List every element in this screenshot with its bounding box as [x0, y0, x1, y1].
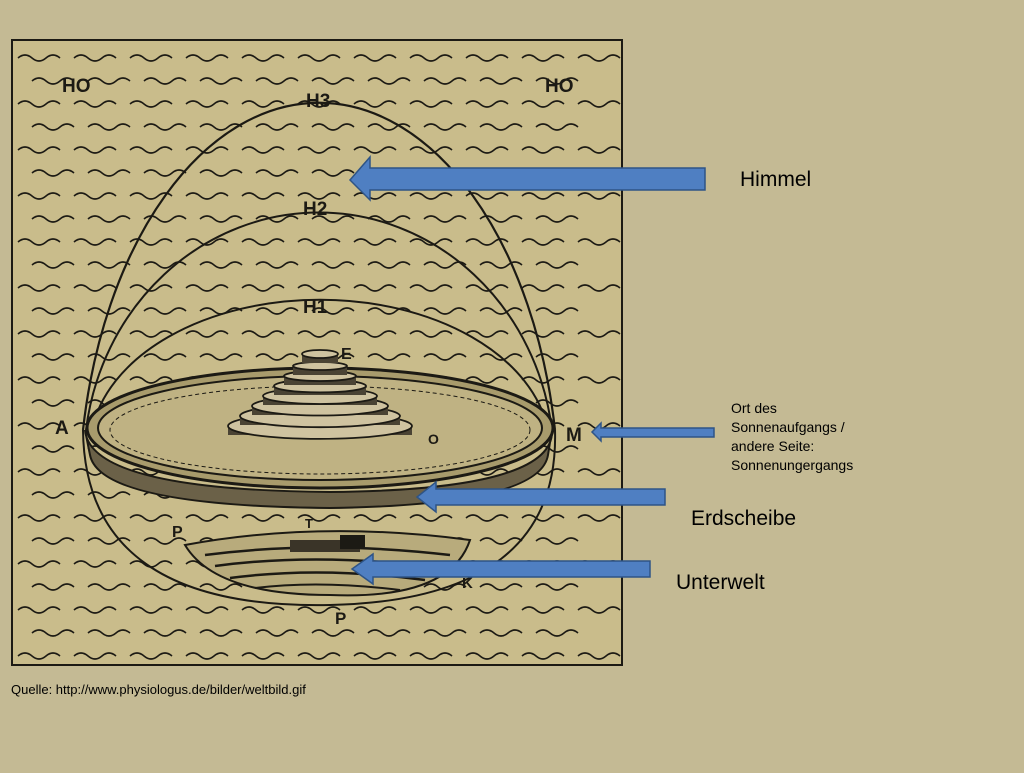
label-m: M — [566, 425, 582, 446]
label-h3: H3 — [306, 91, 330, 112]
label-a: A — [55, 418, 69, 439]
label-h2: H2 — [303, 199, 327, 220]
label-k: K — [462, 575, 473, 592]
label-t: T — [305, 516, 313, 531]
arrow-himmel — [348, 154, 706, 202]
heaven-dome-outer — [81, 101, 557, 431]
label-sonnenaufgang-line: Ort des — [731, 400, 777, 416]
label-sonnenaufgang-line: andere Seite: — [731, 438, 815, 454]
arrow-erdscheibe — [415, 480, 666, 514]
label-h1: H1 — [303, 297, 328, 318]
label-sonnenaufgang: Ort des Sonnenaufgangs / andere Seite: S… — [731, 399, 853, 475]
heaven-dome-inner — [91, 298, 549, 431]
label-p-lower: P — [335, 609, 346, 628]
label-sonnenaufgang-line: Sonnenungergangs — [731, 457, 854, 473]
arrow-sonnenaufgang — [590, 421, 715, 443]
label-e: E — [341, 346, 352, 363]
label-erdscheibe: Erdscheibe — [691, 507, 797, 530]
world-mountain — [227, 349, 413, 440]
label-ho-right: HO — [545, 76, 574, 97]
label-himmel: Himmel — [740, 168, 812, 191]
label-unterwelt: Unterwelt — [676, 571, 765, 594]
source-caption: Quelle: http://www.physiologus.de/bilder… — [11, 682, 306, 697]
heaven-dome-middle — [85, 211, 553, 431]
label-o: O — [428, 431, 439, 447]
arrow-unterwelt — [350, 552, 651, 586]
label-ho-left: HO — [62, 76, 91, 97]
label-sonnenaufgang-line: Sonnenaufgangs / — [731, 419, 845, 435]
label-p-upper: P — [172, 524, 183, 541]
underworld-boundary — [82, 429, 557, 607]
